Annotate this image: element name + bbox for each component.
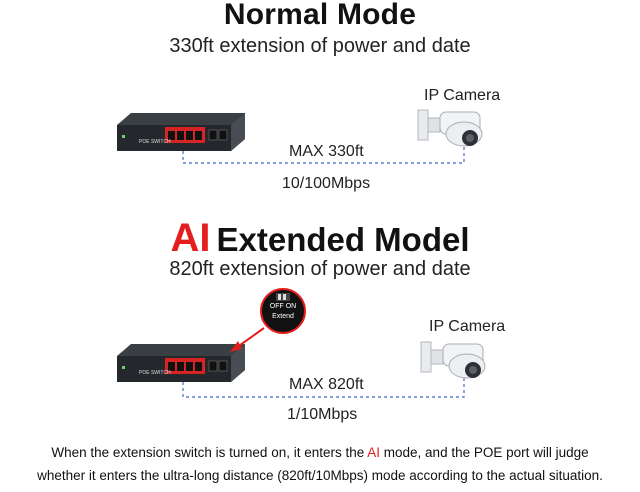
svg-text:POE SWITCH: POE SWITCH xyxy=(139,139,171,145)
footer-ai: AI xyxy=(367,445,381,460)
cable-extended xyxy=(182,370,465,398)
poe-switch-normal: POE SWITCH xyxy=(116,112,246,152)
footer-line-1: When the extension switch is turned on, … xyxy=(51,445,589,460)
max-distance-extended: MAX 820ft xyxy=(289,376,364,393)
svg-text:OFF ON: OFF ON xyxy=(270,303,296,310)
normal-mode-subtitle: 330ft extension of power and date xyxy=(169,35,471,57)
svg-text:Extend: Extend xyxy=(272,313,294,320)
ip-camera-icon xyxy=(420,341,486,379)
extended-mode-subtitle: 820ft extension of power and date xyxy=(169,258,471,280)
ai-badge: AI xyxy=(170,216,211,260)
extended-title-text: Extended Model xyxy=(216,221,470,258)
svg-text:POE SWITCH: POE SWITCH xyxy=(139,370,171,376)
poe-switch-extended: POE SWITCH xyxy=(116,343,246,383)
speed-extended: 1/10Mbps xyxy=(287,406,358,423)
ip-camera-label-extended: IP Camera xyxy=(429,318,506,335)
max-distance-normal: MAX 330ft xyxy=(289,143,364,160)
footer-line-2: whether it enters the ultra-long distanc… xyxy=(37,468,603,483)
arrow-head-icon xyxy=(230,341,242,352)
normal-mode-title: Normal Mode xyxy=(223,0,417,31)
ip-camera-icon xyxy=(417,109,483,147)
ip-camera-label-normal: IP Camera xyxy=(424,87,501,104)
cable-normal xyxy=(182,139,465,164)
callout-arrow xyxy=(235,327,265,349)
extend-switch-callout: OFF ON Extend xyxy=(260,288,306,334)
speed-normal: 10/100Mbps xyxy=(282,175,371,192)
